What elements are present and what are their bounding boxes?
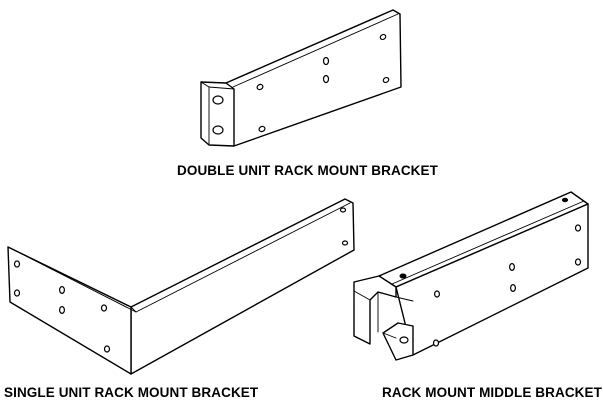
single-unit-bracket (7, 198, 355, 375)
double-unit-bracket-caption: DOUBLE UNIT RACK MOUNT BRACKET (177, 163, 438, 178)
double-unit-bracket (200, 9, 402, 147)
middle-bracket (353, 191, 589, 361)
single-unit-bracket-caption: SINGLE UNIT RACK MOUNT BRACKET (4, 385, 259, 400)
middle-bracket-caption: RACK MOUNT MIDDLE BRACKET (382, 385, 602, 400)
